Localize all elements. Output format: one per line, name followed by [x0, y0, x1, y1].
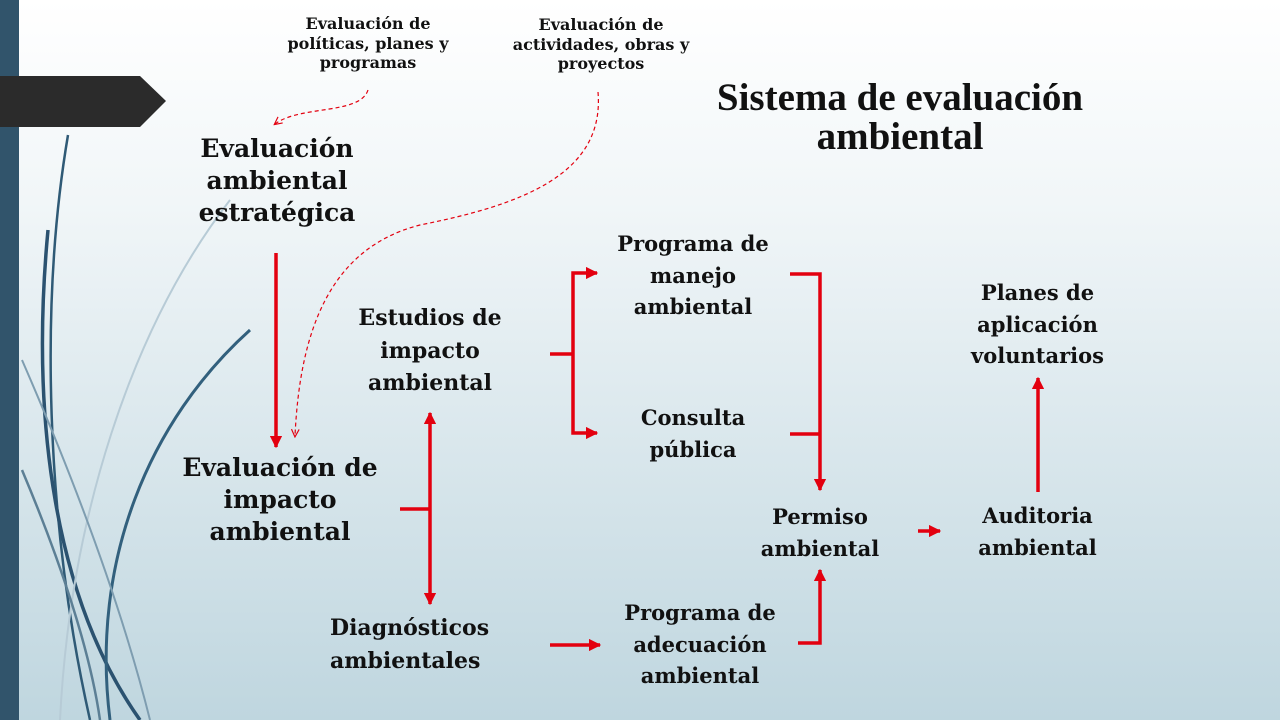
note-activities: Evaluación de actividades, obras y proye…: [512, 15, 690, 74]
decorative-swooshes: [20, 134, 252, 720]
node-planes-aplicacion-voluntarios: Planes de aplicación voluntarios: [971, 280, 1104, 368]
node-diagnosticos-ambientales: Diagnósticos ambientales: [330, 615, 490, 674]
node-programa-adecuacion-ambiental: Programa de adecuación ambiental: [624, 600, 776, 688]
left-sidebar-bar: [0, 0, 19, 720]
note-policies: Evaluación de políticas, planes y progra…: [287, 14, 449, 73]
arrow-programa-adecuacion-to-permiso: [798, 568, 827, 645]
dashed-arrow-policies-to-eae: [275, 89, 369, 124]
arrow-estudios-to-consulta: [571, 354, 599, 440]
node-estudios-impacto-ambiental: Estudios de impacto ambiental: [358, 305, 502, 397]
connector-programa-manejo-to-permiso: [790, 272, 827, 492]
arrow-estudios-to-programa-manejo: [571, 266, 599, 354]
title-tab-shape: [0, 76, 166, 127]
node-evaluacion-impacto-ambiental: Evaluación de impacto ambiental: [182, 453, 378, 546]
node-programa-manejo-ambiental: Programa de manejo ambiental: [617, 231, 769, 319]
node-consulta-publica: Consulta pública: [640, 405, 746, 462]
slide-title: Sistema de evaluación ambiental: [716, 76, 1084, 158]
node-evaluacion-ambiental-estrategica: Evaluación ambiental estratégica: [198, 134, 356, 227]
node-auditoria-ambiental: Auditoria ambiental: [978, 503, 1097, 560]
dashed-arrow-activities-to-eia: [295, 91, 599, 436]
node-permiso-ambiental: Permiso ambiental: [760, 504, 880, 561]
